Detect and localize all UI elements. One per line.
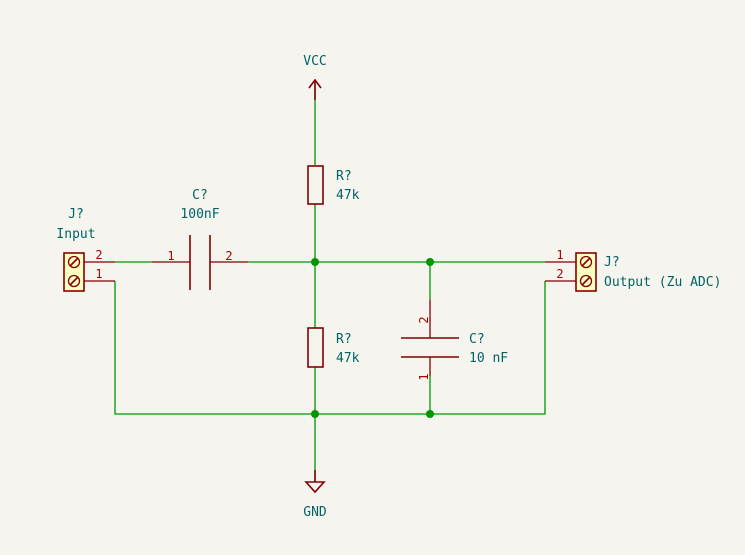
wires	[114, 84, 546, 482]
input-connector[interactable]: 2 1 J? Input	[56, 207, 115, 292]
vcc-label: VCC	[303, 54, 326, 69]
resistor-bottom-reference: R?	[336, 332, 352, 347]
input-connector-reference: J?	[68, 207, 84, 222]
input-connector-pin2-number: 2	[95, 248, 102, 262]
junction-dot	[311, 258, 319, 266]
screw-slot-icon	[69, 257, 79, 267]
input-connector-value: Input	[56, 227, 95, 242]
vcc-arrow-icon	[308, 78, 322, 89]
screw-slot-icon	[69, 276, 79, 286]
vcc-symbol[interactable]: VCC	[303, 54, 327, 100]
output-connector-pin1-number: 1	[556, 248, 563, 262]
capacitor-filter-reference: C?	[469, 332, 485, 347]
resistor-bottom-value: 47k	[336, 351, 360, 366]
junctions	[311, 258, 434, 418]
capacitor-coupling-pin2-number: 2	[225, 249, 232, 263]
capacitor-coupling[interactable]: 1 2 C? 100nF	[152, 188, 248, 290]
output-connector[interactable]: 1 2 J? Output (Zu ADC)	[545, 248, 721, 292]
output-connector-pin2-number: 2	[556, 267, 563, 281]
capacitor-coupling-reference: C?	[192, 188, 208, 203]
capacitor-filter-pin1-number: 1	[417, 373, 431, 380]
capacitor-filter[interactable]: 2 1 C? 10 nF	[401, 300, 508, 381]
resistor-top-reference: R?	[336, 169, 352, 184]
gnd-symbol[interactable]: GND	[303, 470, 327, 520]
resistor-top-body	[307, 165, 324, 205]
capacitor-filter-value: 10 nF	[469, 351, 508, 366]
output-connector-value: Output (Zu ADC)	[604, 275, 721, 290]
resistor-top-value: 47k	[336, 188, 360, 203]
output-connector-reference: J?	[604, 255, 620, 270]
screw-slot-icon	[581, 276, 591, 286]
capacitor-coupling-pin1-number: 1	[167, 249, 174, 263]
input-connector-pin1-number: 1	[95, 267, 102, 281]
junction-dot	[426, 258, 434, 266]
junction-dot	[311, 410, 319, 418]
screw-slot-icon	[581, 257, 591, 267]
resistor-bottom-body	[307, 327, 324, 368]
gnd-label: GND	[303, 505, 327, 520]
wire-input-ground	[114, 281, 546, 415]
resistor-bottom[interactable]: R? 47k	[307, 327, 360, 368]
capacitor-filter-pin2-number: 2	[417, 316, 431, 323]
resistor-top[interactable]: R? 47k	[307, 165, 360, 205]
gnd-triangle-icon	[304, 481, 326, 494]
capacitor-coupling-value: 100nF	[180, 207, 219, 222]
junction-dot	[426, 410, 434, 418]
